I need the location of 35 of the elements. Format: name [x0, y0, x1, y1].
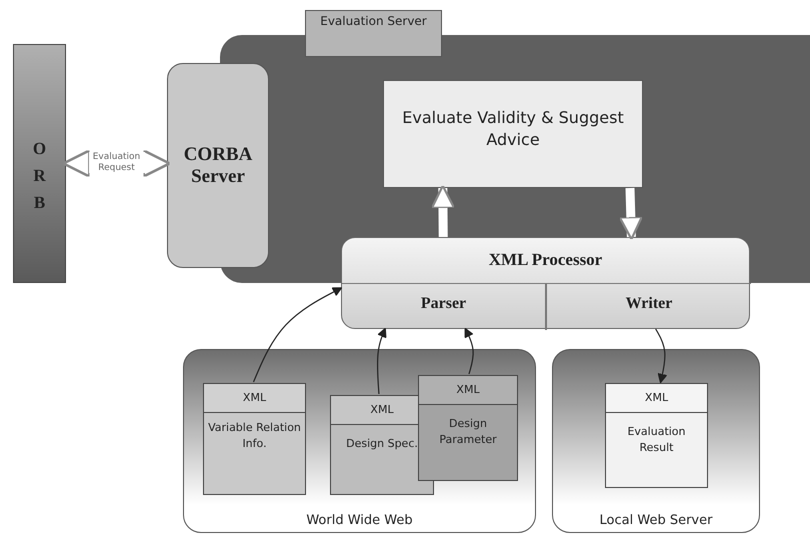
process-label: Evaluate Validity & Suggest Advice [401, 107, 625, 152]
group-label: Local Web Server [598, 513, 714, 528]
arrow [252, 287, 342, 382]
group-label: World Wide Web [305, 513, 414, 528]
bus-bar [13, 44, 66, 283]
arrow [464, 328, 474, 374]
group-box [552, 349, 760, 533]
document-label: Design Spec. [345, 436, 419, 452]
document-box [605, 383, 708, 488]
format-label: XML [242, 391, 268, 404]
document-label: Evaluation Result [626, 424, 687, 456]
format-label: XML [369, 403, 395, 416]
group-box [183, 349, 536, 533]
server-label: CORBA Server [182, 144, 254, 188]
server-box [167, 63, 269, 268]
document-label: Variable Relation Info. [208, 420, 301, 452]
module-label: Writer [624, 295, 674, 313]
module-cell [342, 283, 546, 330]
edge-label: Evaluation Request [88, 152, 144, 174]
panel-title: Evaluation Server [319, 14, 428, 28]
processor-title: XML Processor [488, 250, 604, 270]
format-label: XML [455, 383, 481, 396]
block-arrow [618, 188, 643, 240]
block-arrow [430, 184, 456, 238]
process-box [383, 80, 643, 188]
module-cell [546, 283, 751, 330]
document-box [418, 375, 518, 481]
bar-label: ORB [32, 138, 48, 214]
processor-box [341, 237, 750, 329]
arrow [376, 328, 386, 394]
document-label: Design Parameter [438, 416, 498, 448]
format-label: XML [644, 391, 670, 404]
arrow [655, 328, 668, 384]
document-box [203, 383, 306, 495]
module-label: Parser [420, 295, 468, 313]
